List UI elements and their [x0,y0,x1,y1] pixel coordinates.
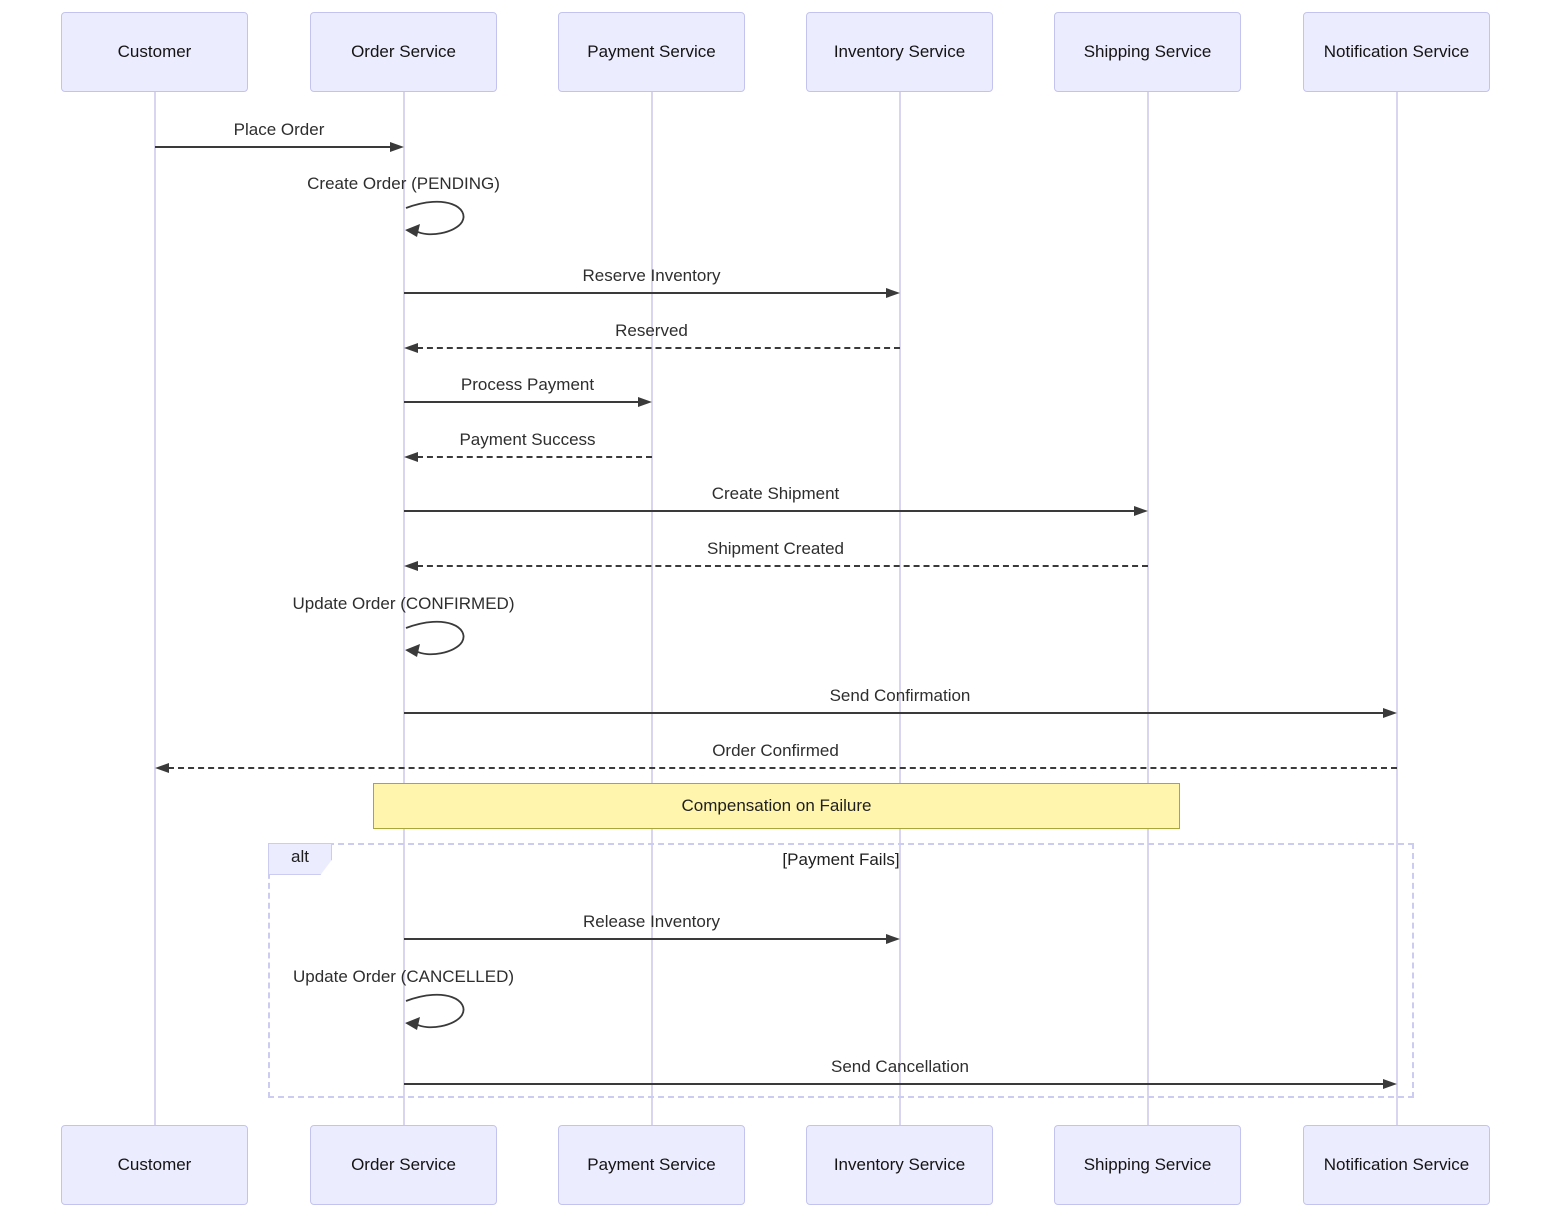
message-label: Create Order (PENDING) [307,174,500,193]
message-line [403,1083,1384,1085]
lifeline-inventory [898,92,901,1125]
message-line [403,292,887,294]
participant-order-top: Order Service [310,12,497,92]
message-arrowhead [885,934,900,944]
message-arrowhead [403,343,418,353]
participant-customer-bottom: Customer [61,1125,248,1205]
message-arrowhead [885,288,900,298]
message-arrowhead [403,561,418,571]
participant-customer-top: Customer [61,12,248,92]
participant-payment-bottom: Payment Service [558,1125,745,1205]
message-label: Reserve Inventory [582,266,721,285]
message-arrowhead [637,397,652,407]
lifeline-payment [650,92,653,1125]
message-label: Send Confirmation [829,686,971,705]
lifeline-customer [153,92,156,1125]
alt-frame-condition: [Payment Fails] [782,850,900,869]
message-line [403,938,887,940]
message-label: Create Shipment [711,484,840,503]
message-label: Release Inventory [582,912,721,931]
message-line [416,565,1148,567]
message-arrowhead [154,763,169,773]
participant-payment-top: Payment Service [558,12,745,92]
message-label: Update Order (CANCELLED) [292,967,515,986]
message-line [154,146,391,148]
message-label: Place Order [233,120,325,139]
message-line [403,401,639,403]
message-arrowhead [389,142,404,152]
lifeline-order [402,92,405,1125]
note-compensation-on-failure: Compensation on Failure [373,783,1180,829]
participant-inventory-bottom: Inventory Service [806,1125,993,1205]
message-line [416,456,652,458]
participant-notification-bottom: Notification Service [1303,1125,1490,1205]
lifeline-notification [1395,92,1398,1125]
message-arrowhead [1382,708,1397,718]
message-line [403,510,1135,512]
message-label: Process Payment [460,375,595,394]
participant-order-bottom: Order Service [310,1125,497,1205]
lifeline-shipping [1146,92,1149,1125]
participant-inventory-top: Inventory Service [806,12,993,92]
alt-frame-label: alt [268,843,332,875]
self-loop-arrow [404,620,476,667]
self-loop-arrow [404,200,476,247]
message-label: Reserved [615,321,688,340]
self-loop-arrow [404,993,476,1040]
message-line [416,347,900,349]
participant-shipping-top: Shipping Service [1054,12,1241,92]
message-label: Shipment Created [706,539,845,558]
message-label: Order Confirmed [712,741,839,760]
participant-notification-top: Notification Service [1303,12,1490,92]
message-arrowhead [403,452,418,462]
message-arrowhead [1133,506,1148,516]
participant-shipping-bottom: Shipping Service [1054,1125,1241,1205]
alt-frame: alt [Payment Fails] [268,843,1414,1098]
message-label: Send Cancellation [831,1057,969,1076]
message-label: Update Order (CONFIRMED) [292,594,515,613]
message-line [403,712,1384,714]
message-label: Payment Success [459,430,596,449]
message-arrowhead [1382,1079,1397,1089]
message-line [167,767,1397,769]
